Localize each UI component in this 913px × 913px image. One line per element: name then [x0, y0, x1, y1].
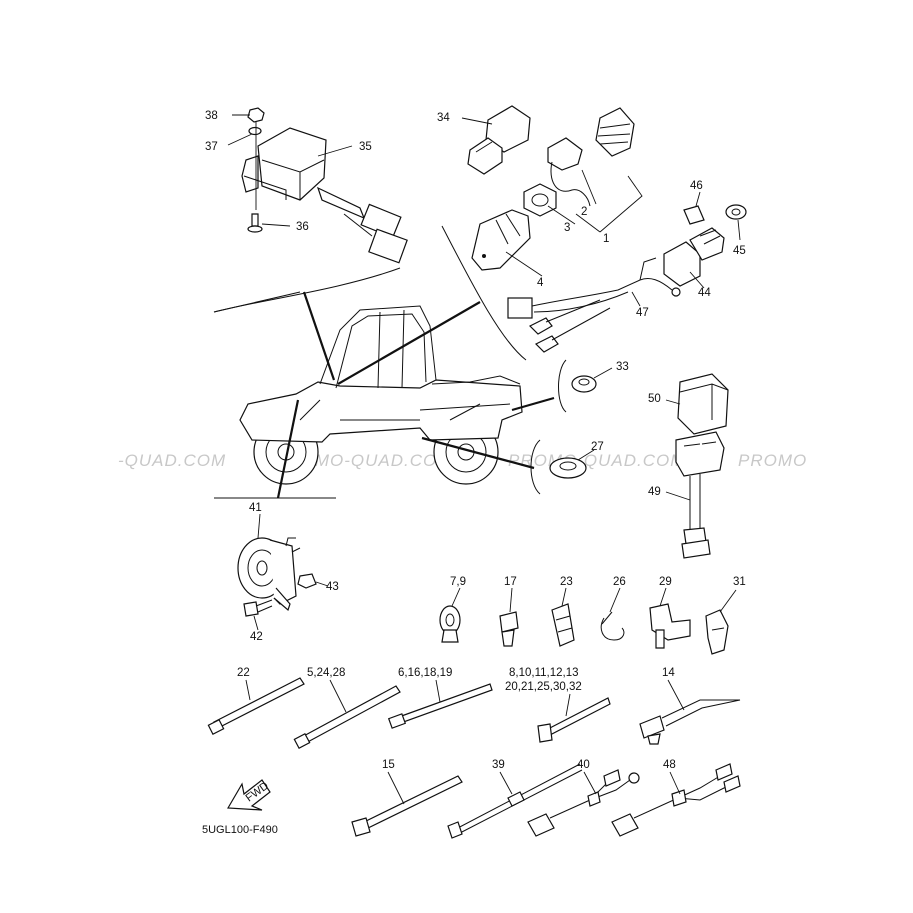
callout-35: 35	[359, 141, 372, 153]
switch-connector-b	[368, 228, 408, 264]
harness-39	[447, 763, 583, 839]
callout-33: 33	[616, 361, 629, 373]
callout-5-24-28: 5,24,28	[307, 667, 345, 679]
callout-45: 45	[733, 245, 746, 257]
watermark-center-left: PROMO-QUAD.COM	[275, 451, 452, 470]
callout-43: 43	[326, 581, 339, 593]
socket-assembly-group	[461, 105, 747, 353]
callout-41: 41	[249, 502, 262, 514]
callout-4: 4	[537, 277, 544, 289]
callout-36: 36	[296, 221, 309, 233]
callout-labels: 38 37 35 36 34 2 3 1 4 46 45 44 47 33 50…	[202, 110, 746, 836]
bracket-33	[558, 359, 567, 413]
callout-47: 47	[636, 307, 649, 319]
clip-26	[600, 587, 625, 641]
callout-39: 39	[492, 759, 505, 771]
clip-7-9	[439, 587, 461, 643]
screw-36-head	[247, 225, 263, 233]
nut-38	[247, 107, 265, 123]
roll-cage	[319, 305, 437, 385]
boot-4	[471, 209, 531, 271]
callout-14: 14	[662, 667, 675, 679]
grommet-33	[571, 375, 597, 393]
fwd-arrow: FWD	[226, 779, 271, 811]
callout-23: 23	[560, 576, 573, 588]
callout-49: 49	[648, 486, 661, 498]
switch-housing	[257, 127, 327, 201]
clip-17	[499, 587, 519, 647]
zoom-bracket-right	[441, 225, 527, 361]
watermark-center-right: PROMO-QUAD.COM	[508, 451, 685, 470]
switch-assembly-group	[227, 107, 408, 264]
washer-45	[725, 204, 747, 220]
callout-3: 3	[564, 222, 570, 234]
bracket-27	[530, 439, 541, 495]
callout-26: 26	[613, 576, 626, 588]
clip-23	[551, 587, 575, 647]
cable-tie-15	[351, 771, 463, 837]
harness-connector-47	[507, 297, 533, 319]
callout-6-16-18-19: 6,16,18,19	[398, 667, 452, 679]
clip-31	[705, 589, 737, 655]
clip-29	[649, 587, 691, 649]
cable-tie-14	[639, 679, 741, 745]
callout-48: 48	[663, 759, 676, 771]
callout-15: 15	[382, 759, 395, 771]
harness-48	[611, 763, 741, 837]
relay-50	[677, 373, 729, 435]
socket-cap	[547, 137, 583, 171]
vehicle	[239, 305, 523, 485]
grommet-27	[549, 457, 587, 479]
callout-8-group-line1: 8,10,11,12,13	[509, 667, 579, 679]
switch-wire	[316, 186, 366, 220]
callout-37: 37	[205, 141, 218, 153]
callout-1: 1	[603, 233, 609, 245]
callout-44: 44	[698, 287, 711, 299]
callout-8-group-line2: 20,21,25,30,32	[505, 681, 582, 693]
relay-socket-49	[675, 431, 725, 477]
nut-3	[523, 183, 557, 217]
socket-body	[595, 107, 635, 157]
callout-27: 27	[591, 441, 604, 453]
cable-tie-8-group	[537, 693, 611, 743]
callout-38: 38	[205, 110, 218, 122]
switch-44	[663, 241, 701, 287]
watermark-left: -QUAD.COM	[118, 451, 226, 470]
callout-42: 42	[250, 631, 263, 643]
screw-36	[251, 213, 259, 227]
harness-40	[527, 769, 640, 837]
horn-group	[237, 513, 329, 631]
label-46	[683, 205, 705, 225]
callout-22: 22	[237, 667, 250, 679]
nut-43	[297, 573, 317, 589]
callout-46: 46	[690, 180, 703, 192]
watermark-right: PROMO	[738, 451, 807, 470]
relay-group	[665, 373, 729, 559]
bolt-42	[243, 601, 259, 617]
cable-tie-22	[207, 677, 305, 735]
callout-50: 50	[648, 393, 661, 405]
washer-37	[248, 126, 262, 136]
callout-31: 31	[733, 576, 746, 588]
callout-17: 17	[504, 576, 517, 588]
callout-2: 2	[581, 206, 587, 218]
diagram-code: 5UGL100-F490	[202, 824, 278, 836]
callout-40: 40	[577, 759, 590, 771]
switch-bracket	[241, 155, 259, 193]
cable-tie-6-16-18-19	[387, 679, 493, 729]
cable-tie-5-24-28	[293, 679, 401, 750]
vehicle-body	[239, 379, 523, 443]
callout-29: 29	[659, 576, 672, 588]
callout-34: 34	[437, 112, 450, 124]
callout-7-9: 7,9	[450, 576, 466, 588]
